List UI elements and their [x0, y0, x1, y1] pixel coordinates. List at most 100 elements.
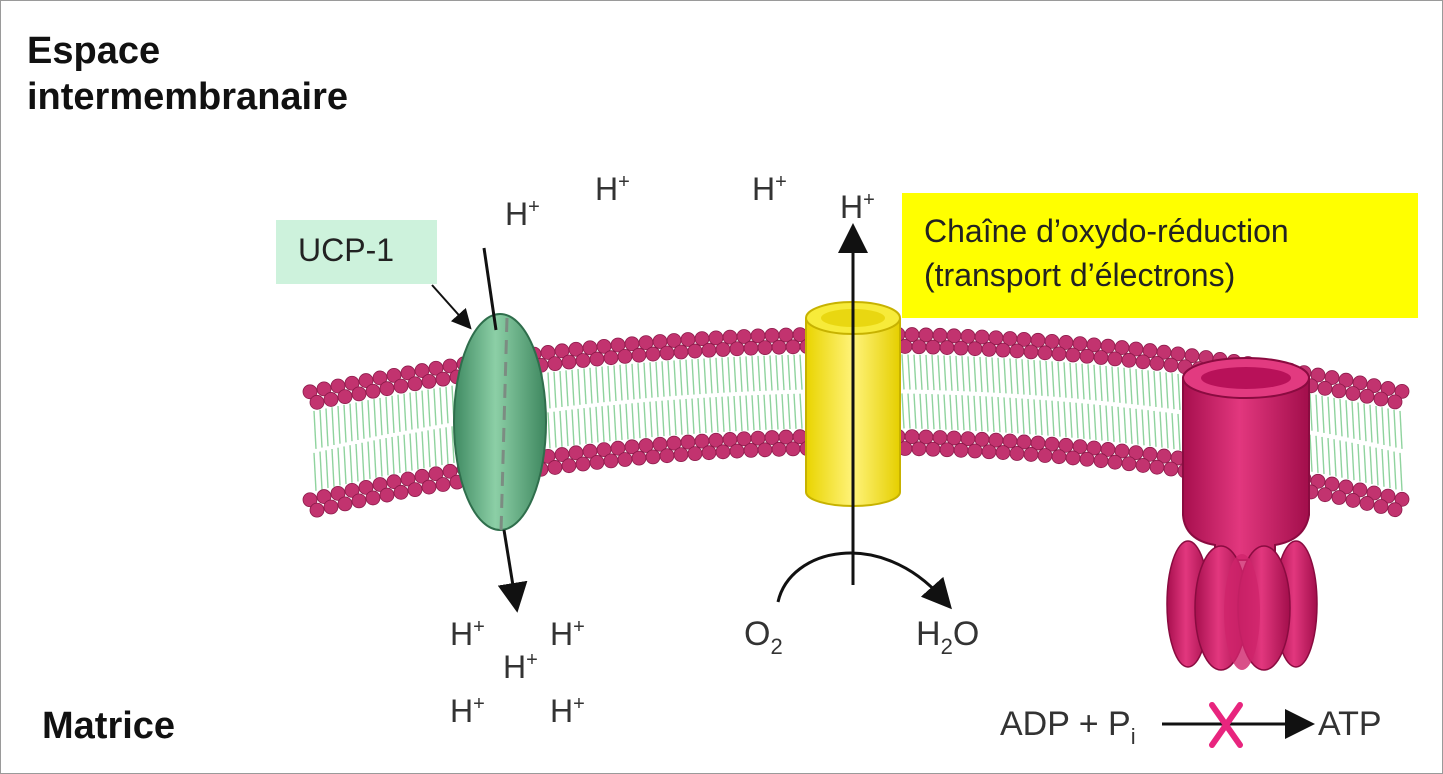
proton-label: H+: [840, 189, 875, 225]
lipid-tail: [1021, 398, 1025, 434]
lipid-tail: [1153, 410, 1157, 447]
lipid-tail: [421, 390, 425, 428]
lipid-tail: [781, 355, 785, 391]
lipid-tail: [1069, 362, 1073, 399]
lipid-tail: [427, 430, 431, 468]
lipid-tail: [943, 394, 947, 430]
lipid-tail: [925, 354, 929, 391]
lipid-tail: [559, 410, 563, 447]
lipid-head: [1009, 343, 1025, 359]
lipid-tail: [1357, 402, 1361, 441]
lipid-tail: [355, 402, 359, 441]
lipid-head: [407, 376, 423, 392]
lipid-tail: [1093, 364, 1097, 401]
lipid-head: [386, 474, 402, 490]
lipid-head: [330, 378, 346, 394]
lipid-head: [393, 484, 409, 500]
lipid-tail: [751, 356, 755, 392]
lipid-tail: [1165, 372, 1169, 409]
lipid-head: [1149, 355, 1165, 371]
lipid-tail: [373, 440, 377, 478]
lipid-tail: [1369, 446, 1373, 485]
lipid-tail: [961, 356, 965, 392]
lipid-head: [1163, 461, 1179, 477]
water-label: H2O: [916, 615, 979, 659]
lipid-tail: [403, 393, 407, 431]
lipid-tail: [439, 428, 443, 466]
lipid-tail: [901, 354, 905, 390]
lipid-head: [589, 351, 605, 367]
lipid-tail: [319, 451, 323, 490]
lipid-head: [1394, 383, 1410, 399]
lipid-tail: [1009, 397, 1013, 434]
lipid-tail: [1105, 365, 1109, 402]
lipid-tail: [637, 402, 641, 439]
lipid-tail: [625, 403, 629, 440]
lipid-head: [1359, 388, 1375, 404]
title-line-1: Espace: [27, 30, 161, 72]
proton-label: H+: [503, 649, 538, 685]
lipid-tail: [409, 392, 413, 430]
lipid-head: [344, 375, 360, 391]
lipid-head: [1310, 367, 1326, 383]
lipid-tail: [799, 354, 803, 390]
lipid-head: [1093, 453, 1109, 469]
chain-label-line-2: (transport d’électrons): [924, 257, 1236, 293]
lipid-tail: [1063, 362, 1067, 398]
lipid-head: [379, 381, 395, 397]
lipid-tail: [619, 404, 623, 441]
lipid-tail: [1369, 404, 1373, 443]
lipid-tail: [565, 410, 569, 447]
lipid-tail: [1387, 408, 1391, 447]
lipid-tail: [559, 370, 563, 407]
lipid-tail: [313, 452, 317, 491]
lipid-head: [1023, 344, 1039, 360]
lipid-tail: [757, 394, 761, 431]
lipid-tail: [625, 364, 629, 400]
lipid-tail: [661, 400, 665, 437]
lipid-tail: [433, 429, 437, 467]
lipid-tail: [337, 447, 341, 486]
lipid-tail: [655, 401, 659, 437]
lipid-tail: [667, 400, 671, 436]
lipid-head: [421, 373, 437, 389]
lipid-head: [1380, 488, 1396, 504]
lipid-tail: [583, 368, 587, 405]
proton-label: H+: [752, 171, 787, 207]
lipid-head: [1051, 449, 1067, 465]
lipid-head: [701, 445, 717, 461]
lipid-tail: [571, 369, 575, 406]
lipid-head: [659, 345, 675, 361]
lipid-head: [1324, 370, 1340, 385]
lipid-tail: [1063, 401, 1067, 438]
lipid-tail: [979, 356, 983, 393]
lipid-tail: [997, 396, 1001, 433]
lipid-tail: [733, 356, 737, 393]
lipid-head: [1317, 487, 1333, 503]
lipid-tail: [1393, 451, 1397, 490]
lipid-head: [575, 456, 591, 472]
lipid-tail: [409, 433, 413, 471]
atp-synthase: [1166, 357, 1318, 671]
lipid-head: [603, 453, 619, 469]
lipid-tail: [787, 354, 791, 391]
lipid-tail: [553, 411, 557, 448]
lipid-tail: [997, 357, 1001, 394]
proton-label: H+: [450, 693, 485, 729]
lipid-tail: [1165, 412, 1169, 449]
lipid-head: [589, 455, 605, 470]
lipid-tail: [595, 406, 599, 443]
lipid-tail: [1381, 448, 1385, 487]
lipid-tail: [649, 401, 653, 438]
lipid-tail: [547, 372, 551, 409]
lipid-head: [414, 468, 430, 484]
lipid-head: [1135, 354, 1151, 370]
lipid-tail: [433, 388, 437, 426]
lipid-head: [1324, 476, 1340, 492]
lipid-head: [673, 344, 689, 360]
ucp1-label-text: UCP-1: [298, 232, 395, 268]
lipid-head: [1331, 383, 1347, 399]
lipid-head: [645, 346, 661, 362]
lipid-tail: [343, 446, 347, 485]
lipid-tail: [721, 357, 725, 393]
